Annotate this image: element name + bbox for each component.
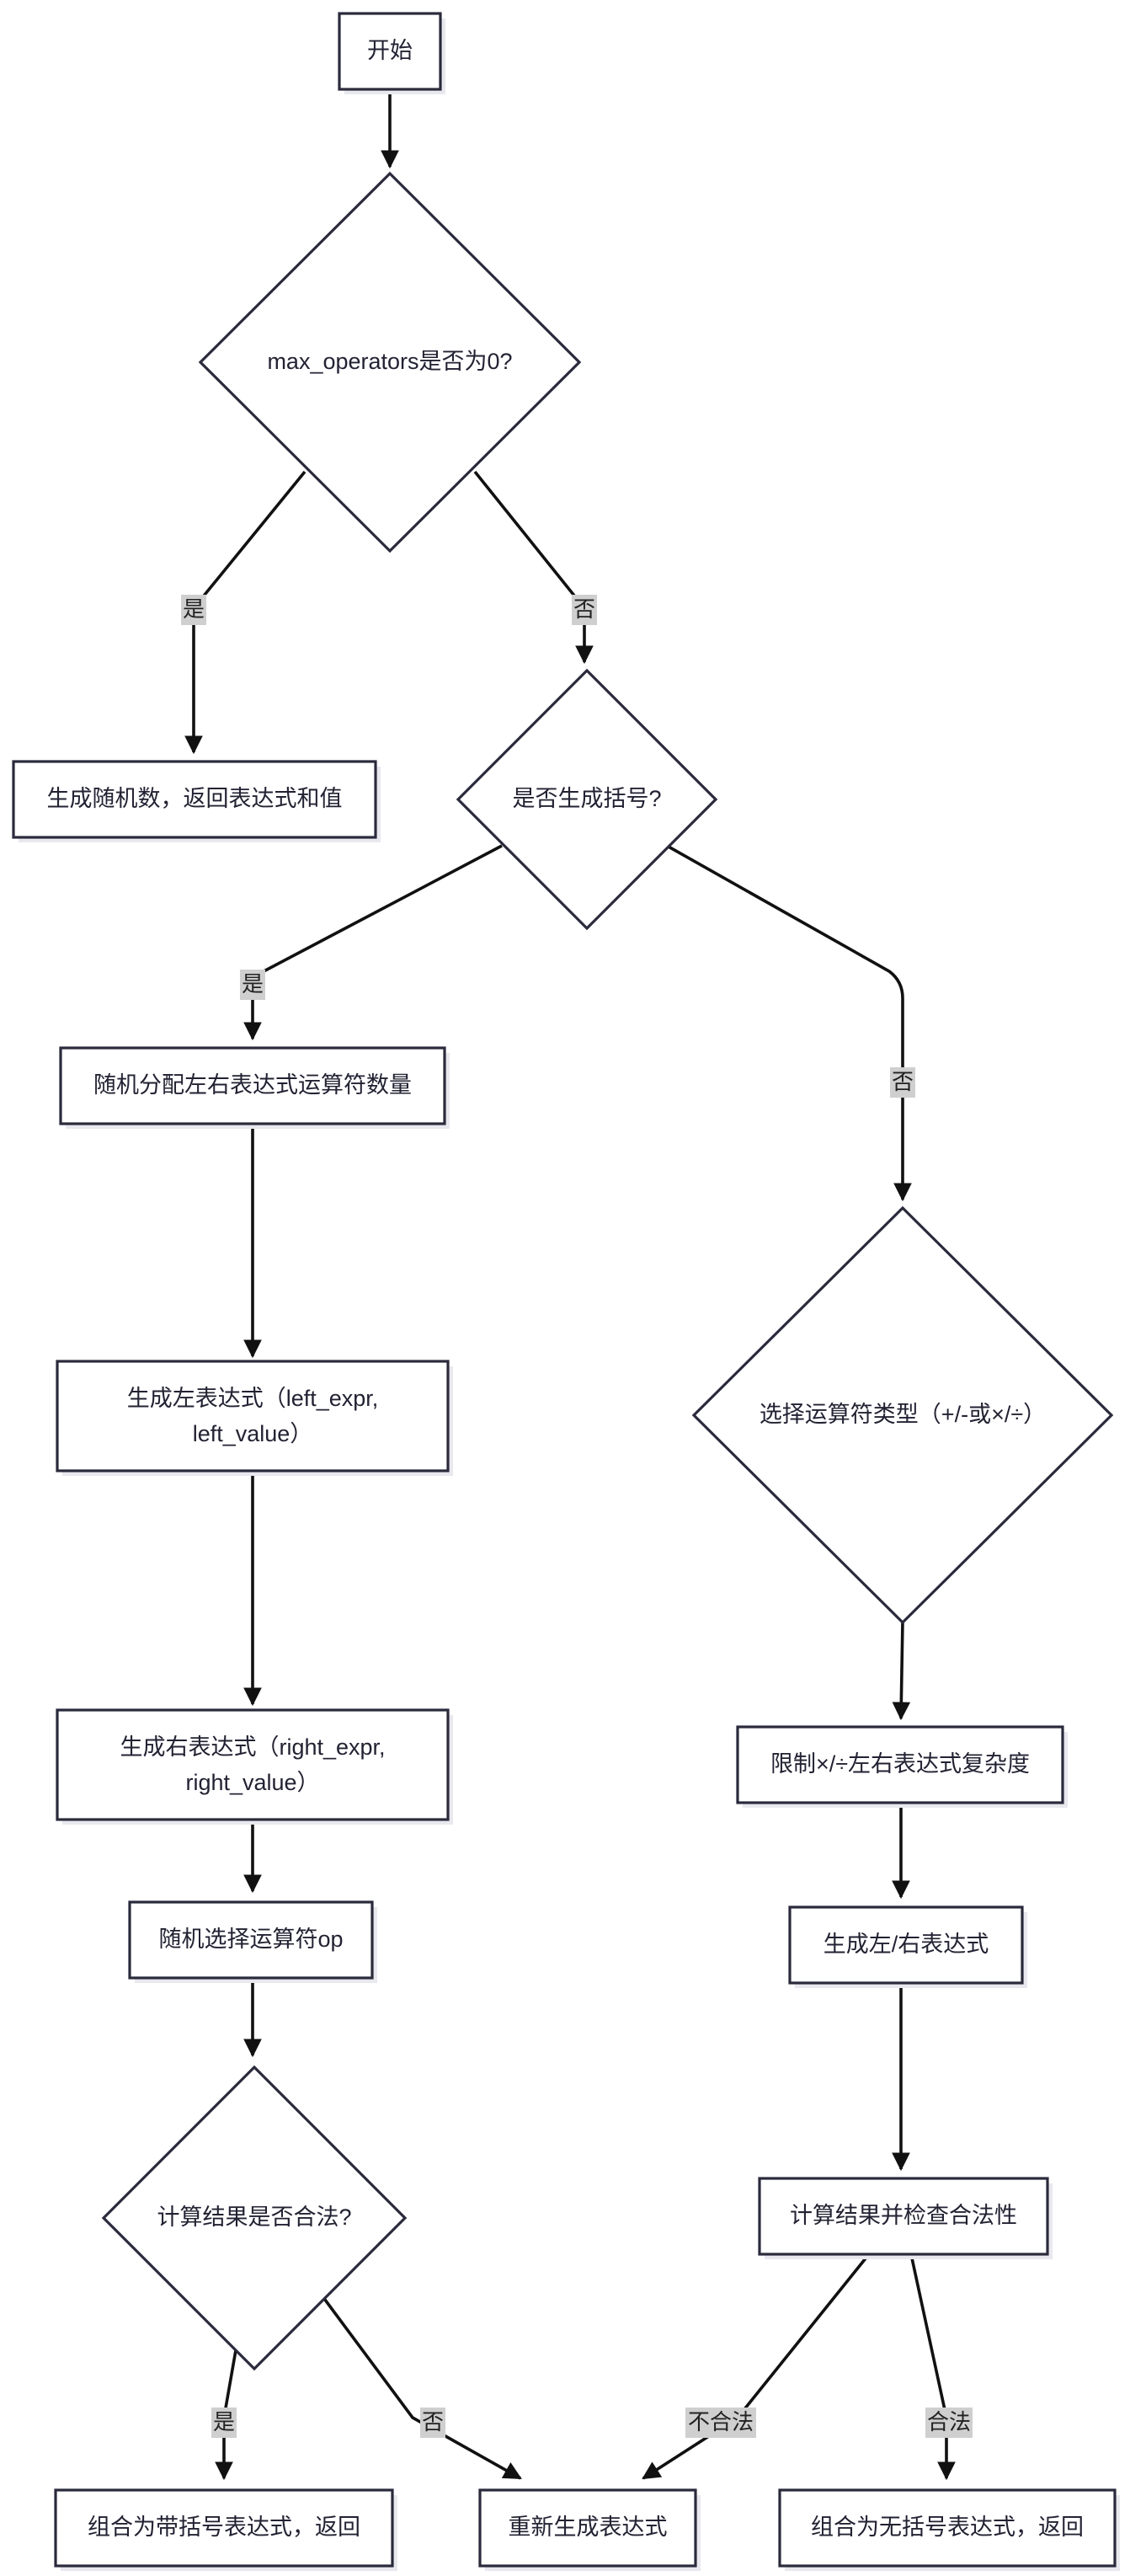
- decision-label: 是否生成括号?: [512, 786, 661, 811]
- edge-label-yes: 是: [242, 971, 264, 997]
- node-start: 开始: [338, 12, 445, 94]
- decision-label: 选择运算符类型（+/-或×/÷）: [760, 1402, 1046, 1427]
- edge-label-bg: [572, 595, 597, 625]
- node-generate-left-expr: 生成左表达式（left_expr, left_value）: [56, 1360, 453, 1476]
- process-label: 生成随机数，返回表达式和值: [47, 786, 343, 811]
- process-box: [12, 760, 377, 839]
- edge-label-yes: 是: [183, 596, 205, 622]
- process-label: 重新生成表达式: [509, 2515, 668, 2540]
- node-generate-parentheses: 是否生成括号?: [456, 668, 718, 931]
- edge-check-to-gen-paren: [473, 470, 594, 665]
- edge-label-no: 否: [892, 1069, 914, 1094]
- node-regenerate-expression: 重新生成表达式: [478, 2488, 701, 2571]
- decision-diamond: [198, 171, 582, 553]
- decision-label: max_operators是否为0?: [267, 349, 512, 374]
- nodes: 开始 max_operators是否为0? 生成随机数，返回表达式和值 是否生成…: [12, 12, 1120, 2571]
- edge-label-yes: 是: [213, 2409, 235, 2434]
- edge-label-no: 否: [573, 596, 595, 622]
- edge-type-to-limit: [892, 1620, 911, 1721]
- edge-paren-to-choose-type: [666, 844, 912, 1202]
- process-box: [59, 1046, 446, 1125]
- node-generate-random: 生成随机数，返回表达式和值: [12, 760, 381, 842]
- process-box: [736, 1725, 1064, 1804]
- node-limit-complexity: 限制×/÷左右表达式复杂度: [736, 1725, 1068, 1808]
- edge-label-valid: 合法: [927, 2409, 971, 2434]
- node-check-max-operators: max_operators是否为0?: [198, 171, 582, 553]
- edge-label-bg: [890, 1067, 915, 1098]
- process-label: 随机选择运算符op: [158, 1927, 343, 1952]
- edge-label-bg: [685, 2408, 756, 2438]
- edge-label-bg: [240, 970, 265, 1000]
- process-label-line1: 生成左表达式（left_expr,: [127, 1386, 379, 1411]
- process-label: 生成左/右表达式: [824, 1932, 989, 1957]
- process-label-line2: left_value）: [193, 1421, 313, 1446]
- decision-diamond: [101, 2065, 408, 2371]
- process-box: [56, 1360, 450, 1472]
- node-generate-left-right: 生成左/右表达式: [788, 1905, 1027, 1988]
- process-label: 组合为带括号表达式，返回: [88, 2515, 360, 2540]
- process-label-line2: right_value）: [185, 1770, 319, 1795]
- start-box: [338, 12, 442, 91]
- edge-label-bg: [925, 2408, 973, 2438]
- node-combine-without-parentheses: 组合为无括号表达式，返回: [778, 2488, 1120, 2571]
- process-label: 随机分配左右表达式运算符数量: [93, 1072, 412, 1098]
- node-generate-right-expr: 生成右表达式（right_expr, right_value）: [56, 1708, 453, 1825]
- node-calculate-and-check: 计算结果并检查合法性: [758, 2177, 1053, 2259]
- start-label: 开始: [367, 38, 413, 63]
- process-box: [54, 2488, 394, 2568]
- edge-label-invalid: 不合法: [688, 2409, 754, 2434]
- process-label: 限制×/÷左右表达式复杂度: [770, 1751, 1030, 1777]
- process-label: 计算结果并检查合法性: [790, 2203, 1017, 2228]
- edge-calc-to-combine-noparen: [909, 2253, 956, 2481]
- process-box: [788, 1905, 1024, 1985]
- edges: [184, 91, 956, 2481]
- process-label-line1: 生成右表达式（right_expr,: [120, 1734, 385, 1760]
- edge-label-bg: [211, 2408, 237, 2438]
- edge-label-bg: [181, 595, 206, 625]
- decision-diamond: [456, 668, 718, 931]
- node-choose-operator: 随机选择运算符op: [128, 1900, 377, 1983]
- process-box: [56, 1708, 450, 1821]
- edge-check-to-gen-random: [184, 470, 306, 755]
- process-box: [758, 2177, 1049, 2256]
- edge-label-bg: [420, 2408, 445, 2438]
- process-box: [128, 1900, 374, 1980]
- edge-valid-to-regen: [318, 2291, 522, 2480]
- edge-paren-to-alloc: [243, 844, 503, 1041]
- node-combine-with-parentheses: 组合为带括号表达式，返回: [54, 2488, 397, 2571]
- node-validity-check: 计算结果是否合法?: [101, 2065, 408, 2371]
- node-choose-operator-type: 选择运算符类型（+/-或×/÷）: [691, 1205, 1114, 1625]
- process-label: 组合为无括号表达式，返回: [811, 2515, 1084, 2540]
- process-box: [778, 2488, 1117, 2568]
- decision-label: 计算结果是否合法?: [157, 2205, 351, 2230]
- process-box: [478, 2488, 697, 2568]
- edge-label-no: 否: [422, 2409, 444, 2434]
- decision-diamond: [691, 1205, 1114, 1625]
- edge-labels: 是 否 是 否 是 否 不合法 合法: [181, 595, 973, 2438]
- node-allocate-operators: 随机分配左右表达式运算符数量: [59, 1046, 450, 1129]
- edge-calc-to-regen: [642, 2253, 871, 2480]
